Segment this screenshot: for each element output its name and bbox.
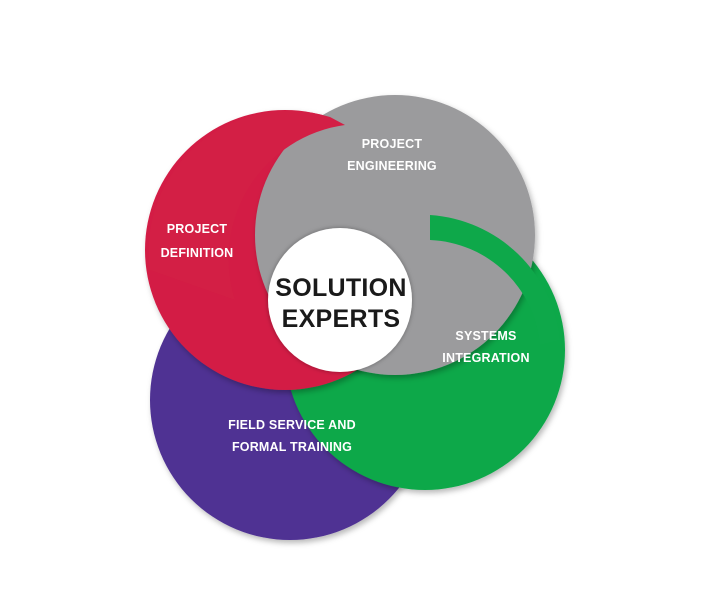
project-definition-overlap	[148, 110, 345, 300]
systems-integration-overlap	[430, 215, 560, 345]
center-circle	[268, 228, 412, 372]
center-title-line1: SOLUTION	[275, 274, 407, 302]
project-engineering-label-line2: ENGINEERING	[347, 159, 437, 173]
systems-integration-label-line2: INTEGRATION	[442, 351, 529, 365]
field-service-label-line2: FORMAL TRAINING	[232, 440, 352, 454]
project-engineering-label-line1: PROJECT	[362, 137, 423, 151]
field-service-label-line1: FIELD SERVICE AND	[228, 418, 356, 432]
project-definition-label-line2: DEFINITION	[161, 246, 234, 260]
project-definition-label-line1: PROJECT	[167, 222, 228, 236]
systems-integration-label-line1: SYSTEMS	[455, 329, 516, 343]
center-title-line2: EXPERTS	[282, 305, 401, 333]
